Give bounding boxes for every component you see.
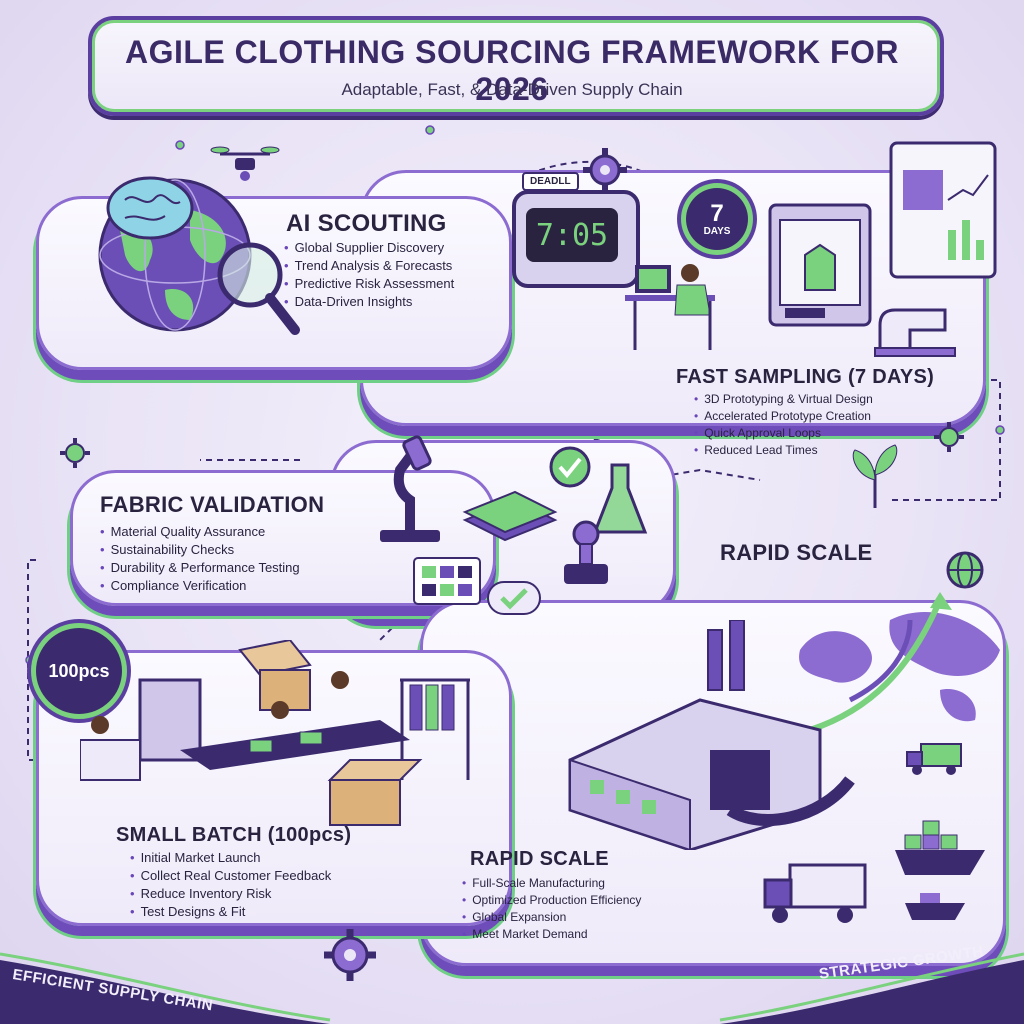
page-subtitle: Adaptable, Fast, & Data-Driven Supply Ch… — [341, 80, 683, 99]
list-item: Predictive Risk Assessment — [284, 276, 455, 291]
designer-desk-illustration — [625, 264, 715, 350]
approval-check-icon — [487, 581, 541, 615]
list-item: Test Designs & Fit — [130, 904, 331, 919]
list-item: Full-Scale Manufacturing — [462, 876, 641, 890]
list-item: Sustainability Checks — [100, 542, 300, 557]
truck-icon — [906, 743, 962, 775]
gear-icon — [60, 438, 90, 468]
list-item: Optimized Production Efficiency — [462, 893, 641, 907]
box-icon — [238, 640, 312, 711]
list-item: Reduced Lead Times — [694, 443, 873, 457]
rapid-scale-label: RAPID SCALE — [720, 540, 873, 565]
badge-number: 7 — [710, 199, 724, 227]
box-icon — [327, 759, 423, 826]
list-item: Accelerated Prototype Creation — [694, 409, 873, 423]
list-item: Durability & Performance Testing — [100, 560, 300, 575]
list-item: Reduce Inventory Risk — [130, 886, 331, 901]
small-batch-list: Initial Market Launch Collect Real Custo… — [130, 850, 332, 922]
ship-icon — [905, 893, 965, 920]
printer-3d-icon — [768, 203, 872, 327]
globe-small-icon — [946, 551, 984, 589]
title-banner — [88, 16, 944, 116]
hundred-pcs-badge: 100pcs — [36, 628, 122, 714]
list-item: Data-Driven Insights — [284, 294, 454, 309]
brain-icon — [106, 176, 194, 240]
packing-station-illustration — [80, 640, 470, 826]
timer-icon: 7:05 — [512, 190, 640, 288]
rapid-scale-list: Full-Scale Manufacturing Optimized Produ… — [462, 876, 641, 944]
gear-icon — [934, 422, 964, 452]
check-icon — [549, 446, 591, 488]
page-title: AGILE CLOTHING SOURCING FRAMEWORK FOR 20… — [124, 34, 899, 107]
list-item: Trend Analysis & Forecasts — [284, 258, 454, 273]
drone-icon — [210, 146, 280, 181]
badge-label: 100pcs — [48, 660, 110, 681]
swatch-card-icon — [413, 557, 481, 605]
timer-display: 7:05 — [526, 208, 618, 262]
sewing-machine-icon — [874, 308, 956, 357]
list-item: Material Quality Assurance — [100, 524, 300, 539]
microscope-icon — [380, 435, 440, 542]
small-batch-heading: SMALL BATCH (100pcs) — [116, 824, 352, 846]
fabric-stack-icon — [462, 490, 558, 542]
ai-scouting-list: Global Supplier Discovery Trend Analysis… — [284, 240, 455, 312]
flask-icon — [592, 463, 648, 534]
plant-icon — [852, 444, 898, 508]
list-item: Meet Market Demand — [462, 927, 641, 941]
ship-icon — [895, 820, 985, 875]
list-item: Compliance Verification — [100, 578, 300, 593]
truck-icon — [763, 863, 867, 923]
factory-icon — [568, 620, 855, 850]
list-item: 3D Prototyping & Virtual Design — [694, 392, 873, 406]
dashboard-screen-icon — [889, 141, 997, 279]
rapid-scale-heading: RAPID SCALE — [470, 848, 609, 870]
list-item: Global Expansion — [462, 910, 641, 924]
gear-icon — [324, 929, 376, 981]
list-item: Quick Approval Loops — [694, 426, 873, 440]
list-item: Initial Market Launch — [130, 850, 331, 865]
list-item: Global Supplier Discovery — [284, 240, 454, 255]
list-item: Collect Real Customer Feedback — [130, 868, 332, 883]
seven-days-badge: 7 DAYS — [686, 188, 748, 250]
timer-tag: DEADLL — [522, 172, 579, 191]
gear-icon — [583, 148, 627, 192]
fast-sampling-list: 3D Prototyping & Virtual Design Accelera… — [694, 392, 873, 460]
footer-ribbon — [0, 952, 1024, 1024]
stamp-icon — [564, 520, 608, 584]
world-map-icon — [799, 592, 1000, 733]
fabric-validation-list: Material Quality Assurance Sustainabilit… — [100, 524, 300, 596]
badge-label: DAYS — [703, 225, 731, 237]
globe-brain-illustration — [98, 176, 300, 335]
fabric-validation-heading: FABRIC VALIDATION — [100, 492, 325, 517]
ai-scouting-heading: AI SCOUTING — [286, 210, 447, 237]
fast-sampling-heading: FAST SAMPLING (7 DAYS) — [676, 366, 935, 388]
magnifier-icon — [217, 242, 300, 335]
